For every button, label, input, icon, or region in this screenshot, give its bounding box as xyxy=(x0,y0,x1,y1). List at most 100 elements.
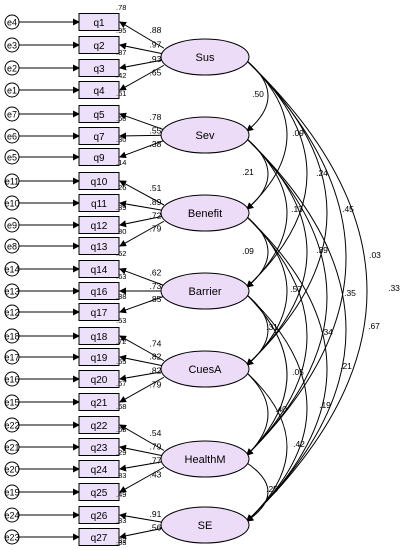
error-circle-e20 xyxy=(4,461,20,477)
error-circle-e11 xyxy=(4,173,20,189)
loading-label: .82 xyxy=(150,365,162,375)
factor-ellipse-sev xyxy=(160,116,250,154)
correlation-label-sev-healthm: .35 xyxy=(344,288,356,298)
error-circle-e23 xyxy=(4,529,20,545)
correlation-arc-sev-se xyxy=(240,132,347,522)
loading-arrow xyxy=(119,424,165,451)
correlation-arc-cuesa-healthm xyxy=(240,366,269,456)
loading-arrow xyxy=(119,527,165,540)
loading-arrow xyxy=(119,21,165,49)
correlation-arc-barrier-healthm xyxy=(240,288,288,456)
error-label: e17 xyxy=(4,353,19,363)
error-circle-e14 xyxy=(4,261,20,277)
error-label: e4 xyxy=(7,18,17,28)
loading-label: .62 xyxy=(150,267,162,277)
correlation-label-sus-se: .33 xyxy=(388,283,400,293)
error-label: e7 xyxy=(7,110,17,120)
loading-arrow xyxy=(119,444,165,457)
item-box-q20 xyxy=(78,370,120,388)
correlation-arcs xyxy=(240,54,368,522)
r-squared-label: .61 xyxy=(116,89,126,98)
correlation-arc-sus-se xyxy=(240,54,368,522)
item-label: q18 xyxy=(91,332,108,343)
factor-ellipse-sus xyxy=(160,38,250,76)
labels: .50.09.24.45.03.33.21.13.39.35.67.09.57.… xyxy=(4,3,400,547)
r-squared-label: .55 xyxy=(116,357,126,366)
error-label: e14 xyxy=(4,265,19,275)
item-box-q10 xyxy=(78,172,120,190)
item-label: q12 xyxy=(91,221,108,232)
loading-arrow xyxy=(119,132,165,140)
item-box-q12 xyxy=(78,216,120,234)
item-label: q9 xyxy=(93,153,105,164)
correlation-label-healthm-se: .25 xyxy=(266,484,278,494)
error-label: e5 xyxy=(7,153,17,163)
correlation-label-cuesa-healthm: .40 xyxy=(275,404,287,414)
error-label: e12 xyxy=(4,308,19,318)
r-squared-label: .52 xyxy=(116,249,126,258)
loading-label: .85 xyxy=(150,294,162,304)
correlation-arc-sev-barrier xyxy=(240,132,288,288)
correlation-arc-sus-healthm xyxy=(240,54,347,456)
loading-label: .89 xyxy=(150,197,162,207)
error-label: e15 xyxy=(4,398,19,408)
r-squared-label: .63 xyxy=(116,272,126,281)
error-label: e19 xyxy=(4,488,19,498)
error-label: e10 xyxy=(4,199,19,209)
r-squared-label: .29 xyxy=(116,448,126,457)
error-label: e16 xyxy=(4,375,19,385)
item-box-q16 xyxy=(78,282,120,300)
correlation-label-benefit-barrier: .09 xyxy=(242,246,254,256)
r-squared-label: .83 xyxy=(116,538,126,547)
r-squared-label: .14 xyxy=(116,158,126,167)
r-squared-label: .26 xyxy=(116,183,126,192)
r-squared-label: .49 xyxy=(116,490,126,499)
factor-label-cuesa: CuesA xyxy=(188,364,222,376)
correlation-label-barrier-se: .19 xyxy=(319,400,331,410)
error-circle-e15 xyxy=(4,394,20,410)
item-label: q7 xyxy=(93,132,105,143)
item-label: q4 xyxy=(93,86,105,97)
error-label: e20 xyxy=(4,465,19,475)
loading-arrow xyxy=(119,112,165,131)
correlation-label-sev-cuesa: .39 xyxy=(316,245,328,255)
loading-label: .91 xyxy=(150,509,162,519)
item-label: q23 xyxy=(91,443,108,454)
correlation-label-barrier-healthm: .05 xyxy=(292,367,304,377)
correlation-label-sev-barrier: .13 xyxy=(291,204,303,214)
item-label: q20 xyxy=(91,375,108,386)
error-circle-e5 xyxy=(4,149,20,165)
factor-ellipse-se xyxy=(160,506,250,544)
error-circle-e24 xyxy=(4,507,20,523)
loading-label: .73 xyxy=(150,281,162,291)
item-box-q14 xyxy=(78,260,120,278)
error-circle-e3 xyxy=(4,37,20,53)
error-label: e13 xyxy=(4,287,19,297)
correlation-label-benefit-healthm: .34 xyxy=(321,327,333,337)
loading-arrow xyxy=(119,267,165,286)
error-label: e22 xyxy=(4,421,19,431)
item-box-q13 xyxy=(78,237,120,255)
item-box-q11 xyxy=(78,194,120,212)
loading-label: .82 xyxy=(150,352,162,362)
r-squared-label: .38 xyxy=(116,292,126,301)
item-box-q25 xyxy=(78,483,120,501)
error-label: e2 xyxy=(7,64,17,74)
loading-label: .72 xyxy=(150,211,162,221)
loading-arrow xyxy=(119,376,165,403)
loading-label: .79 xyxy=(150,224,162,234)
loading-arrow xyxy=(119,466,165,493)
loading-arrow xyxy=(119,180,165,206)
r-squared-label: .53 xyxy=(116,316,126,325)
item-label: q24 xyxy=(91,465,108,476)
loading-label: .88 xyxy=(150,25,162,35)
r-squared-label: .87 xyxy=(116,48,126,57)
error-circle-e2 xyxy=(4,60,20,76)
item-label: q2 xyxy=(93,41,105,52)
correlation-label-sus-sev: .50 xyxy=(252,89,264,99)
error-circle-e8 xyxy=(4,238,20,254)
loading-arrow xyxy=(119,512,165,523)
correlation-label-sus-healthm: .03 xyxy=(369,250,381,260)
